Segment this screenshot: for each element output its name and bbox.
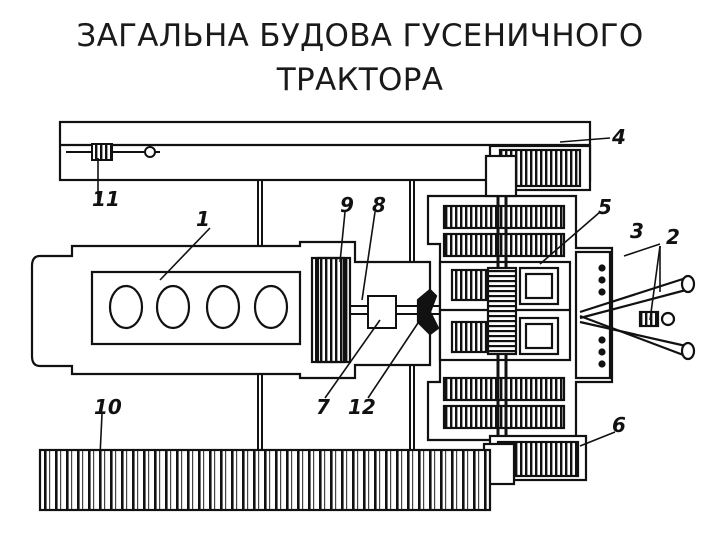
universal-joint (416, 288, 440, 336)
label-12: 12 (348, 395, 376, 419)
transmission-housing (426, 194, 614, 442)
label-2: 2 (666, 225, 680, 249)
side-clutch-housing (574, 250, 612, 380)
title-line-1: ЗАГАЛЬНА БУДОВА ГУСЕНИЧНОГО (76, 18, 644, 54)
flywheel-clutch (310, 256, 352, 364)
title-line-2: ТРАКТОРА (276, 62, 444, 98)
label-8: 8 (372, 193, 386, 217)
label-11: 11 (92, 187, 120, 211)
cylinder-1 (108, 284, 144, 330)
upper-final-drive (484, 144, 592, 198)
cylinder-2 (155, 284, 191, 330)
label-4: 4 (611, 125, 626, 149)
leader-lines (97, 137, 661, 457)
cylinder-3 (205, 284, 241, 330)
label-10: 10 (94, 395, 122, 419)
tension-screw (66, 143, 160, 161)
label-6: 6 (612, 413, 626, 437)
label-9: 9 (340, 193, 354, 217)
control-levers (579, 274, 696, 361)
label-5: 5 (598, 195, 612, 219)
lower-final-drive (482, 434, 588, 486)
cylinder-4 (253, 284, 289, 330)
label-1: 1 (196, 207, 210, 231)
lower-track (38, 448, 492, 512)
part-labels: 1 2 3 4 5 6 7 8 9 10 11 12 (92, 125, 680, 437)
slide-title: ЗАГАЛЬНА БУДОВА ГУСЕНИЧНОГО ТРАКТОРА (0, 14, 720, 102)
label-3: 3 (630, 219, 644, 243)
label-7: 7 (316, 395, 330, 419)
